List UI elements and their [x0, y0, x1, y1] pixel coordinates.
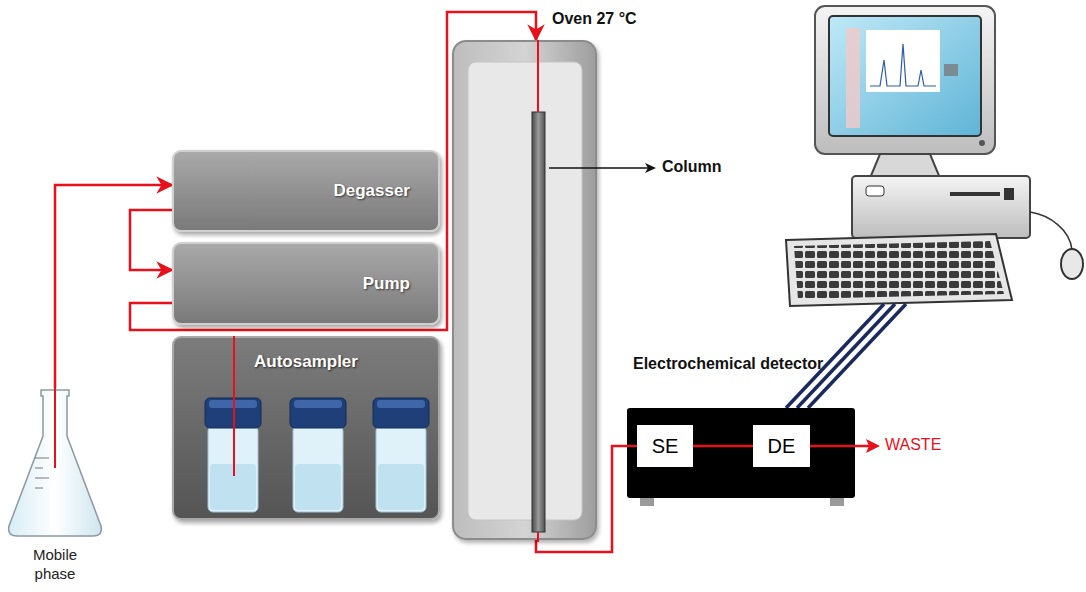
computer-illustration — [786, 6, 1083, 306]
node-label: SE — [652, 435, 679, 458]
injection-needle — [233, 336, 235, 476]
tubing-line — [130, 210, 172, 270]
node-label: DE — [768, 435, 796, 458]
node-label: Degasser — [333, 181, 410, 201]
node-label: Oven 27 °C — [552, 10, 637, 28]
waste-arrow — [810, 439, 880, 453]
column-oven: Oven 27 °C — [452, 40, 597, 540]
detector-housing — [627, 408, 855, 506]
pump-box: Pump — [172, 242, 440, 325]
column-illustration — [452, 40, 752, 540]
electrode-box: DE — [753, 425, 810, 467]
tubing-line — [693, 445, 753, 448]
degasser-box: Degasser — [172, 150, 440, 232]
outlet-label: WASTE — [885, 436, 941, 454]
node-label: Mobile phase — [15, 546, 95, 584]
flask-shape — [5, 388, 105, 540]
node-label: Pump — [363, 274, 410, 294]
node-label: Electrochemical detector — [633, 354, 833, 375]
solvent-flask: Mobile phase — [5, 388, 105, 588]
tubing-line — [55, 185, 172, 388]
leader-line — [549, 167, 648, 169]
node-label: Autosampler — [174, 352, 438, 372]
detector-box: Electrochemical detectorSEDE — [627, 408, 855, 498]
autosampler-box: Autosampler — [172, 336, 440, 520]
part-label: Column — [662, 158, 722, 176]
electrode-box: SE — [637, 425, 693, 467]
